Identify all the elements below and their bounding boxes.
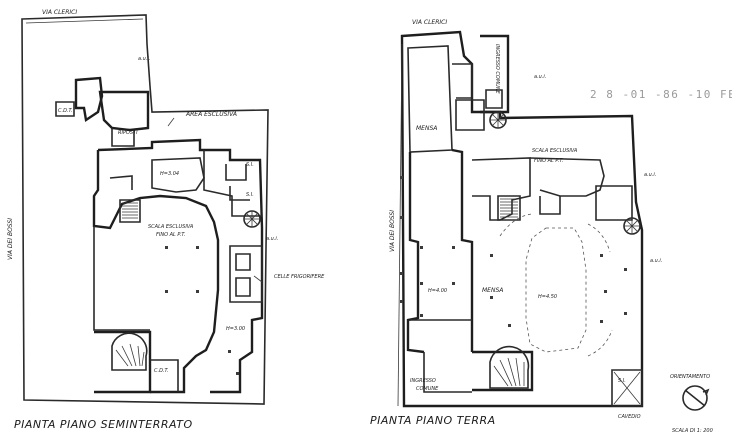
right-columns xyxy=(400,176,627,327)
left-riposti-inner xyxy=(111,128,135,147)
right-east-service-block xyxy=(595,185,633,221)
left-leader-area xyxy=(167,117,175,127)
right-lower-stair xyxy=(489,345,530,389)
right-label-h400: H=4.00 xyxy=(428,288,447,294)
left-boundary-detail xyxy=(25,18,144,24)
left-label-h304: H=3.04 xyxy=(160,171,179,177)
left-north-partition xyxy=(109,175,133,190)
left-celle-frigorifere-room xyxy=(229,245,263,303)
left-label-area-esclusiva: AREA ESCLUSIVA xyxy=(185,111,237,118)
right-label-via-clerici: VIA CLERICI xyxy=(412,19,447,26)
right-bottom-west-room xyxy=(423,352,472,393)
right-ingresso-box xyxy=(485,89,503,109)
left-si-room-2 xyxy=(229,186,250,201)
left-plan-title: PIANTA PIANO SEMINTERRATO xyxy=(14,418,193,431)
left-east-partition xyxy=(203,150,262,217)
right-label-si: S.I. xyxy=(618,378,626,384)
right-label-mensa-top: MENSA xyxy=(416,125,437,132)
right-lower-stair-treads xyxy=(493,357,525,387)
right-label-via-bossi: VIA DEI BOSSI xyxy=(389,210,396,252)
left-stair-frame xyxy=(119,199,141,223)
right-label-cavedio: CAVEDIO xyxy=(618,414,641,420)
right-arc-1 xyxy=(499,213,533,237)
left-label-cdt-bottom: C.D.T. xyxy=(154,368,169,374)
right-label-scala-2: FINO AL P.T. xyxy=(534,158,563,164)
right-lower-stair-block xyxy=(472,350,534,392)
right-label-ingresso-bottom-2: COMUNE xyxy=(416,386,439,392)
left-lower-stair xyxy=(111,332,148,371)
left-room-h304 xyxy=(151,157,205,193)
left-label-scala-1: SCALA ESCLUSIVA xyxy=(148,224,194,230)
left-lower-stair-block xyxy=(94,330,152,394)
right-arc-2 xyxy=(587,223,611,253)
left-label-scala-2: FINO AL P.T. xyxy=(156,232,185,238)
right-label-aui-1: a.u.i. xyxy=(534,74,546,80)
left-plan: VIA CLERICI VIA DEI BOSSI AREA ESCLUSIVA… xyxy=(7,9,325,431)
left-label-via-bossi: VIA DEI BOSSI xyxy=(7,218,14,260)
left-spiral-treads xyxy=(244,211,260,227)
left-riposti-room xyxy=(98,90,150,132)
right-label-h450: H=4.50 xyxy=(538,294,557,300)
right-stair-frame xyxy=(497,195,521,221)
left-label-si-2: S.I. xyxy=(246,192,254,198)
right-label-scala-1: SCALA ESCLUSIVA xyxy=(532,148,578,154)
left-columns xyxy=(165,246,239,375)
right-mensa-north xyxy=(407,45,453,153)
right-north-partition xyxy=(452,63,473,99)
right-east-spiral-treads xyxy=(624,218,640,234)
right-mensa-hall-octagon xyxy=(525,227,587,353)
right-ingresso-comune-top xyxy=(480,34,510,114)
right-top-spiral-treads xyxy=(490,112,506,128)
right-north-service-room xyxy=(455,99,485,131)
right-label-mensa-mid: MENSA xyxy=(482,287,503,294)
left-celle-boxes xyxy=(235,253,251,297)
left-label-h300: H=3.00 xyxy=(226,326,245,332)
left-label-celle: CELLE FRIGORIFERE xyxy=(274,274,325,280)
orientation-label: ORIENTAMENTO xyxy=(670,374,710,380)
left-main-wall-north xyxy=(97,138,264,229)
left-west-lower-partition xyxy=(93,226,150,331)
right-west-street-line xyxy=(397,43,403,407)
right-arc-3 xyxy=(587,329,613,357)
right-label-ingresso-bottom-1: INGRESSO xyxy=(410,378,436,384)
left-label-si-1: S.I. xyxy=(246,162,254,168)
right-cavedio-cross xyxy=(613,371,641,405)
scale-label: SCALA DI 1: 200 xyxy=(672,428,713,434)
left-plan-boundary xyxy=(21,14,269,405)
compass-icon xyxy=(682,385,708,411)
left-label-aui-1: a.u.i. xyxy=(138,56,150,62)
compass-arrow-icon xyxy=(684,388,710,407)
left-si-room-1 xyxy=(225,164,247,181)
right-plan-title: PIANTA PIANO TERRA xyxy=(370,414,496,427)
right-label-aui-3: a.u.i. xyxy=(650,258,662,264)
orientation-block: ORIENTAMENTO SCALA DI 1: 200 xyxy=(670,374,713,434)
left-label-riposti: RIPOSTI xyxy=(118,130,138,136)
left-lower-stair-treads xyxy=(115,343,145,367)
right-west-spine xyxy=(406,152,425,354)
left-label-via-clerici: VIA CLERICI xyxy=(42,9,77,16)
right-label-aui-2: a.u.i. xyxy=(644,172,656,178)
date-stamp-text: 2 8 -01 -86 -10 FEB.1981 xyxy=(590,88,732,101)
right-east-small-room xyxy=(539,196,561,215)
left-cdt-bottom-room xyxy=(150,359,179,392)
right-stair-treads xyxy=(500,198,518,218)
left-label-cdt-top: C.D.T. xyxy=(58,108,73,114)
left-label-aui-2: a.u.i. xyxy=(266,236,278,242)
right-cavedio-room xyxy=(611,369,643,407)
left-upper-room xyxy=(74,76,104,123)
right-central-spine xyxy=(451,148,474,352)
left-stair-treads xyxy=(122,202,138,219)
date-stamp: 2 8 -01 -86 -10 FEB.1981 xyxy=(590,88,732,101)
right-plan: VIA CLERICI VIA DEI BOSSI INGRESSO COMUN… xyxy=(370,19,662,427)
right-label-ingresso-comune-top: INGRESSO COMUNE xyxy=(494,44,500,95)
left-cdt-box xyxy=(55,101,75,117)
left-leader-celle xyxy=(253,275,263,283)
left-main-wall-east xyxy=(210,228,264,394)
